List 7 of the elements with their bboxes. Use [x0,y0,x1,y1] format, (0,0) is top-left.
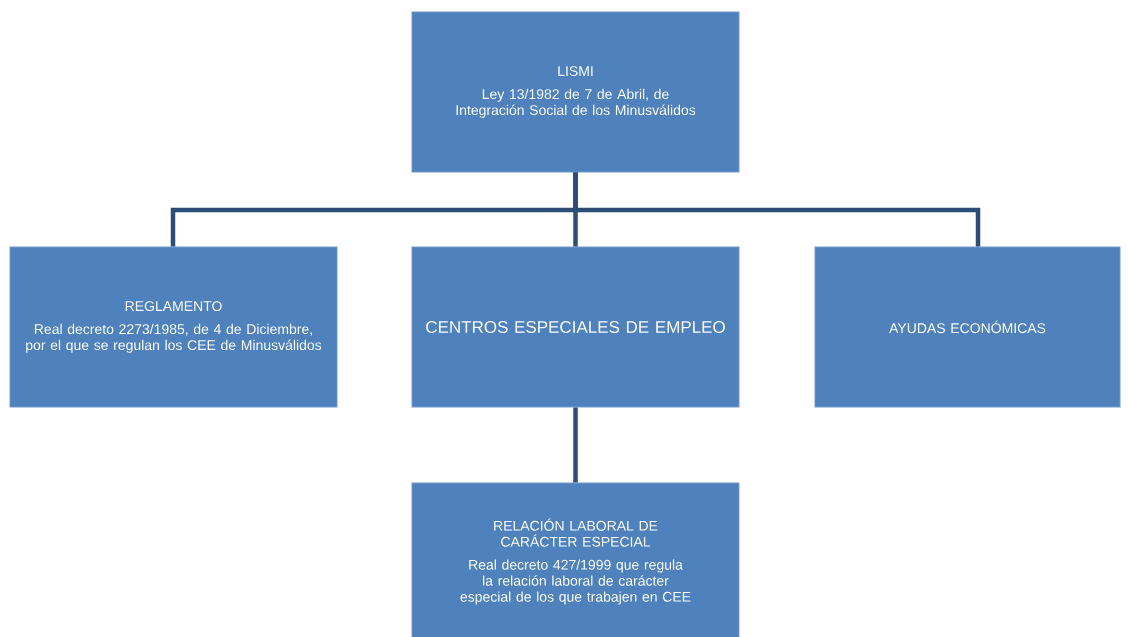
connector-line [573,172,981,247]
org-box: LISMI Ley 13/1982 de 7 de Abril, de Integración Social de los Minusválidos [411,11,740,173]
org-box: AYUDAS ECONÓMICAS [814,246,1121,408]
org-box: RELACIÓN LABORAL DE CARÁCTER ESPECIAL Real decreto 427/1999 que regula la relación laboral de carácter especial de los que trabajen en CEE [411,482,740,637]
connector-line [573,407,578,483]
org-box: REGLAMENTO Real decreto 2273/1985, de 4 de Diciembre, por el que se regulan los CEE de Minusválidos [9,246,338,408]
org-box: CENTROS ESPECIALES DE EMPLEO [411,246,740,408]
